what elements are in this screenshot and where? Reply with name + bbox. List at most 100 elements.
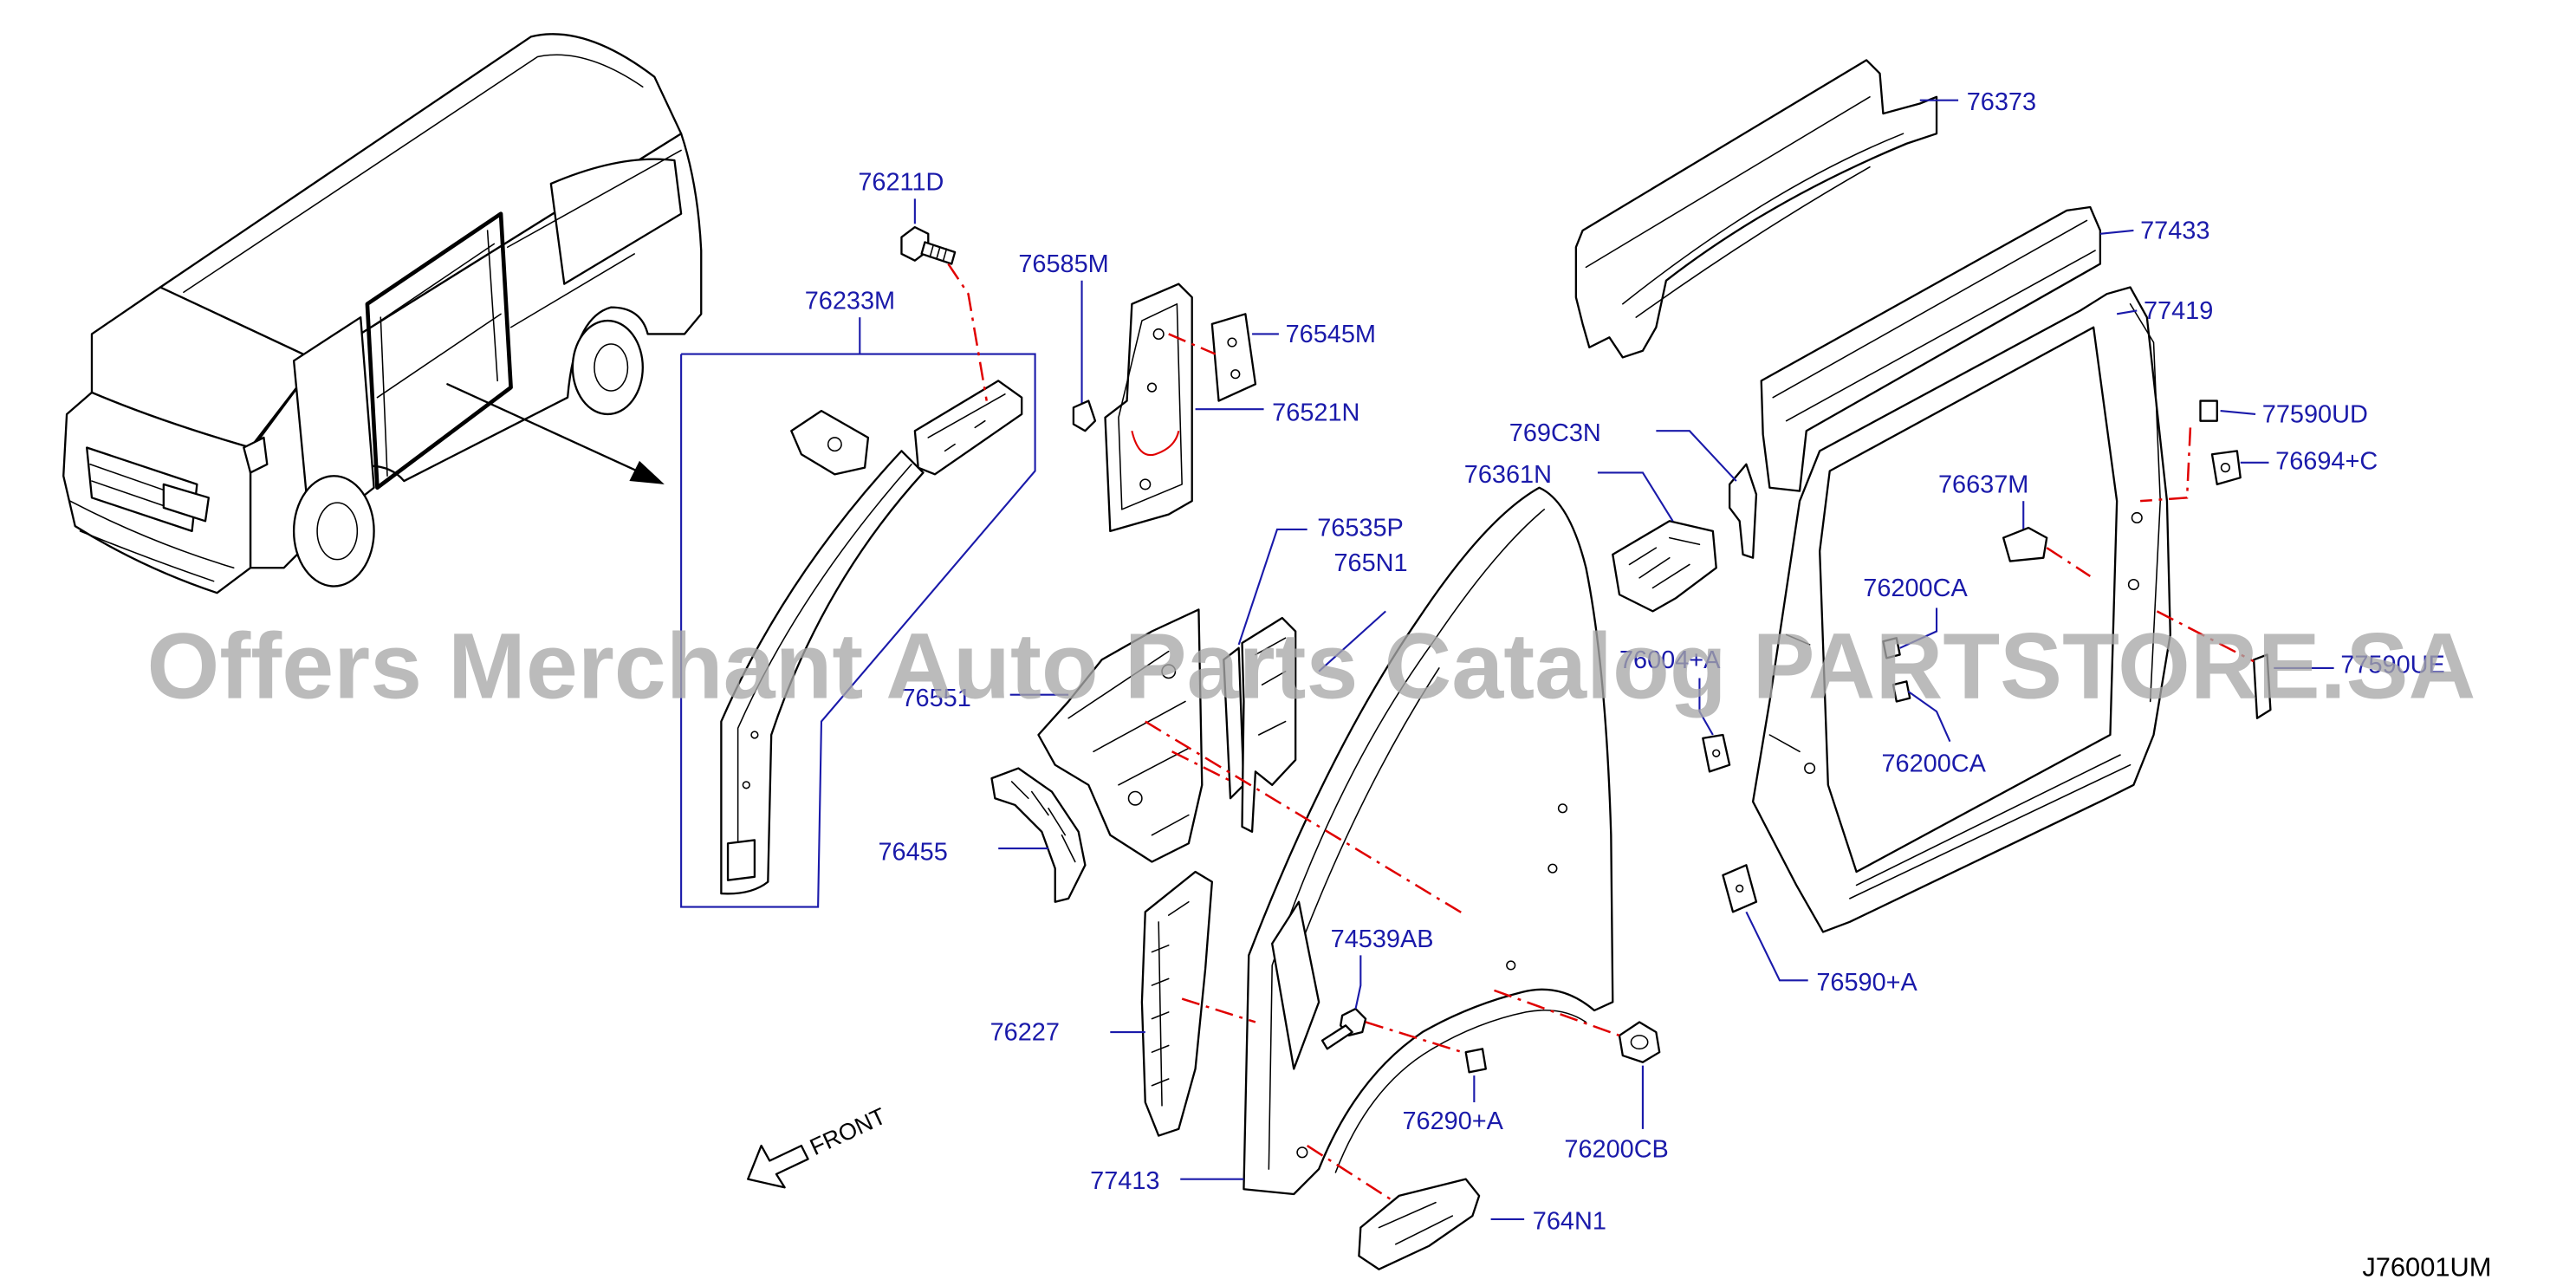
callout-74539ab: 74539AB	[1331, 926, 1434, 953]
van-roof-line	[183, 54, 644, 294]
callout-77413: 77413	[1090, 1167, 1159, 1195]
callout-76004a: 76004+A	[1619, 646, 1721, 674]
panel-hole	[1557, 803, 1568, 814]
part-77590ue-clip	[2252, 653, 2272, 719]
alignment-line	[1365, 1021, 1463, 1054]
part-77590ud-clip	[2199, 399, 2218, 422]
bracket-hole	[1230, 369, 1241, 380]
part-76290a-clip	[1464, 1048, 1487, 1074]
panel-hole	[1506, 960, 1516, 971]
part-76585m-clip	[1072, 399, 1097, 432]
front-pillar-cutout	[1271, 900, 1320, 1070]
alignment-lines	[947, 263, 2255, 1204]
alignment-line	[1494, 989, 1620, 1037]
plug-center	[1630, 1035, 1649, 1050]
alignment-line	[1145, 720, 1467, 917]
bracket-hole	[1227, 337, 1237, 347]
body-side-sill	[1849, 754, 2132, 900]
group-center-small-parts	[1597, 430, 1808, 982]
van-front-wheel-hub	[316, 502, 359, 561]
part-76361n-reinforcement	[1612, 520, 1717, 613]
group-lower-fasteners	[1320, 955, 1661, 1129]
group-center-pillar	[1072, 280, 1279, 533]
part-76227-pillar-lower	[1110, 870, 1213, 1137]
leader-line	[1745, 911, 1808, 982]
part-76637m-bracket	[2002, 526, 2048, 562]
callout-76227: 76227	[990, 1019, 1060, 1047]
body-side-hole	[2127, 578, 2139, 591]
leader-line	[2116, 309, 2138, 315]
part-77413-front-pillar-panel	[1180, 486, 1614, 1196]
sill-extension-detail	[1378, 1201, 1454, 1245]
front-arrow-icon	[747, 1144, 809, 1189]
part-76211d-bolt	[900, 198, 957, 265]
callout-77419: 77419	[2144, 297, 2213, 325]
wheelhouse-extension-ribs	[1010, 781, 1076, 863]
van-arrow-shaft	[446, 383, 646, 476]
alignment-line	[2156, 610, 2255, 663]
pillar-hole	[1152, 328, 1165, 341]
wheelhouse-extension-outline	[990, 767, 1087, 903]
van-bumper	[69, 500, 235, 582]
callout-76200ca-upper: 76200CA	[1863, 575, 1968, 602]
part-765n1-reinforcement	[1241, 616, 1297, 833]
part-77419-body-side-outer	[1751, 286, 2171, 933]
bracket-hole	[1736, 884, 1744, 893]
alignment-line	[2046, 547, 2091, 577]
alignment-line	[1181, 997, 1256, 1023]
part-76455-wheelhouse-extension	[990, 767, 1087, 903]
van-rear-wheel-hub	[594, 343, 629, 392]
leader-line	[1656, 430, 1737, 482]
callout-76233m: 76233M	[805, 288, 895, 315]
pillar-hole	[742, 781, 750, 789]
van-rear-window	[549, 158, 683, 285]
panel-hole	[1548, 863, 1558, 874]
upper-reinforcement-detail	[927, 393, 1006, 452]
leader-line	[1318, 610, 1386, 672]
pillar-inner-mark	[1131, 430, 1180, 457]
leader-line	[1698, 678, 1714, 736]
pillar-strip-cutout	[726, 839, 756, 881]
group-bracket-frame	[680, 353, 1036, 908]
callout-76521n: 76521N	[1272, 399, 1359, 427]
callout-76200ca-lower: 76200CA	[1881, 750, 1986, 777]
part-upper-reinforcement	[913, 380, 1023, 476]
callout-765n1: 765N1	[1333, 549, 1407, 577]
group-76233m	[680, 317, 1036, 908]
callout-76585m: 76585M	[1018, 250, 1108, 278]
watermark-text: Offers Merchant Auto Parts Catalog PARTS…	[147, 614, 2476, 718]
callout-labels: 76211D 76233M 76585M 76545M 76521N 76373…	[805, 88, 2445, 1235]
body-side-hole	[1804, 762, 1816, 775]
reinforcement-detail	[1255, 637, 1287, 736]
callout-76694c: 76694+C	[2275, 448, 2378, 476]
bolt-thread	[929, 244, 948, 262]
part-76373-roof-rail	[1574, 59, 1959, 359]
pillar-lower-outline	[1140, 870, 1213, 1137]
pillar-lower-detail	[1151, 900, 1190, 1107]
leader-line	[1237, 528, 1307, 646]
group-right-small-parts	[1882, 399, 2334, 743]
part-76521n-pillar	[1104, 283, 1193, 533]
inner-panel-outline	[1037, 608, 1204, 863]
sill-extension-outline	[1358, 1178, 1481, 1270]
bracket-hole	[1712, 749, 1721, 757]
leader-line	[1354, 955, 1362, 1010]
front-label: FRONT	[806, 1103, 890, 1160]
callout-76545m: 76545M	[1286, 321, 1376, 348]
inner-panel-ribs	[1067, 650, 1190, 836]
callout-76590a: 76590+A	[1816, 969, 1917, 997]
leader-line	[2220, 410, 2256, 416]
roof-side-rail-outline	[1760, 205, 2102, 492]
van-arrow-head	[629, 460, 665, 484]
pillar-hole	[1146, 382, 1158, 393]
leader-line	[1899, 607, 1938, 649]
callout-76373: 76373	[1967, 88, 2036, 116]
alignment-line	[1168, 333, 1217, 355]
roof-side-rail-detail	[1772, 219, 2096, 422]
group-pillar-strips	[1223, 528, 1386, 833]
callout-76290a: 76290+A	[1402, 1107, 1503, 1135]
pillar-hole	[1139, 478, 1152, 490]
callout-76637m: 76637M	[1938, 471, 2028, 499]
part-74539ab-bolt-shank	[1320, 1024, 1353, 1050]
